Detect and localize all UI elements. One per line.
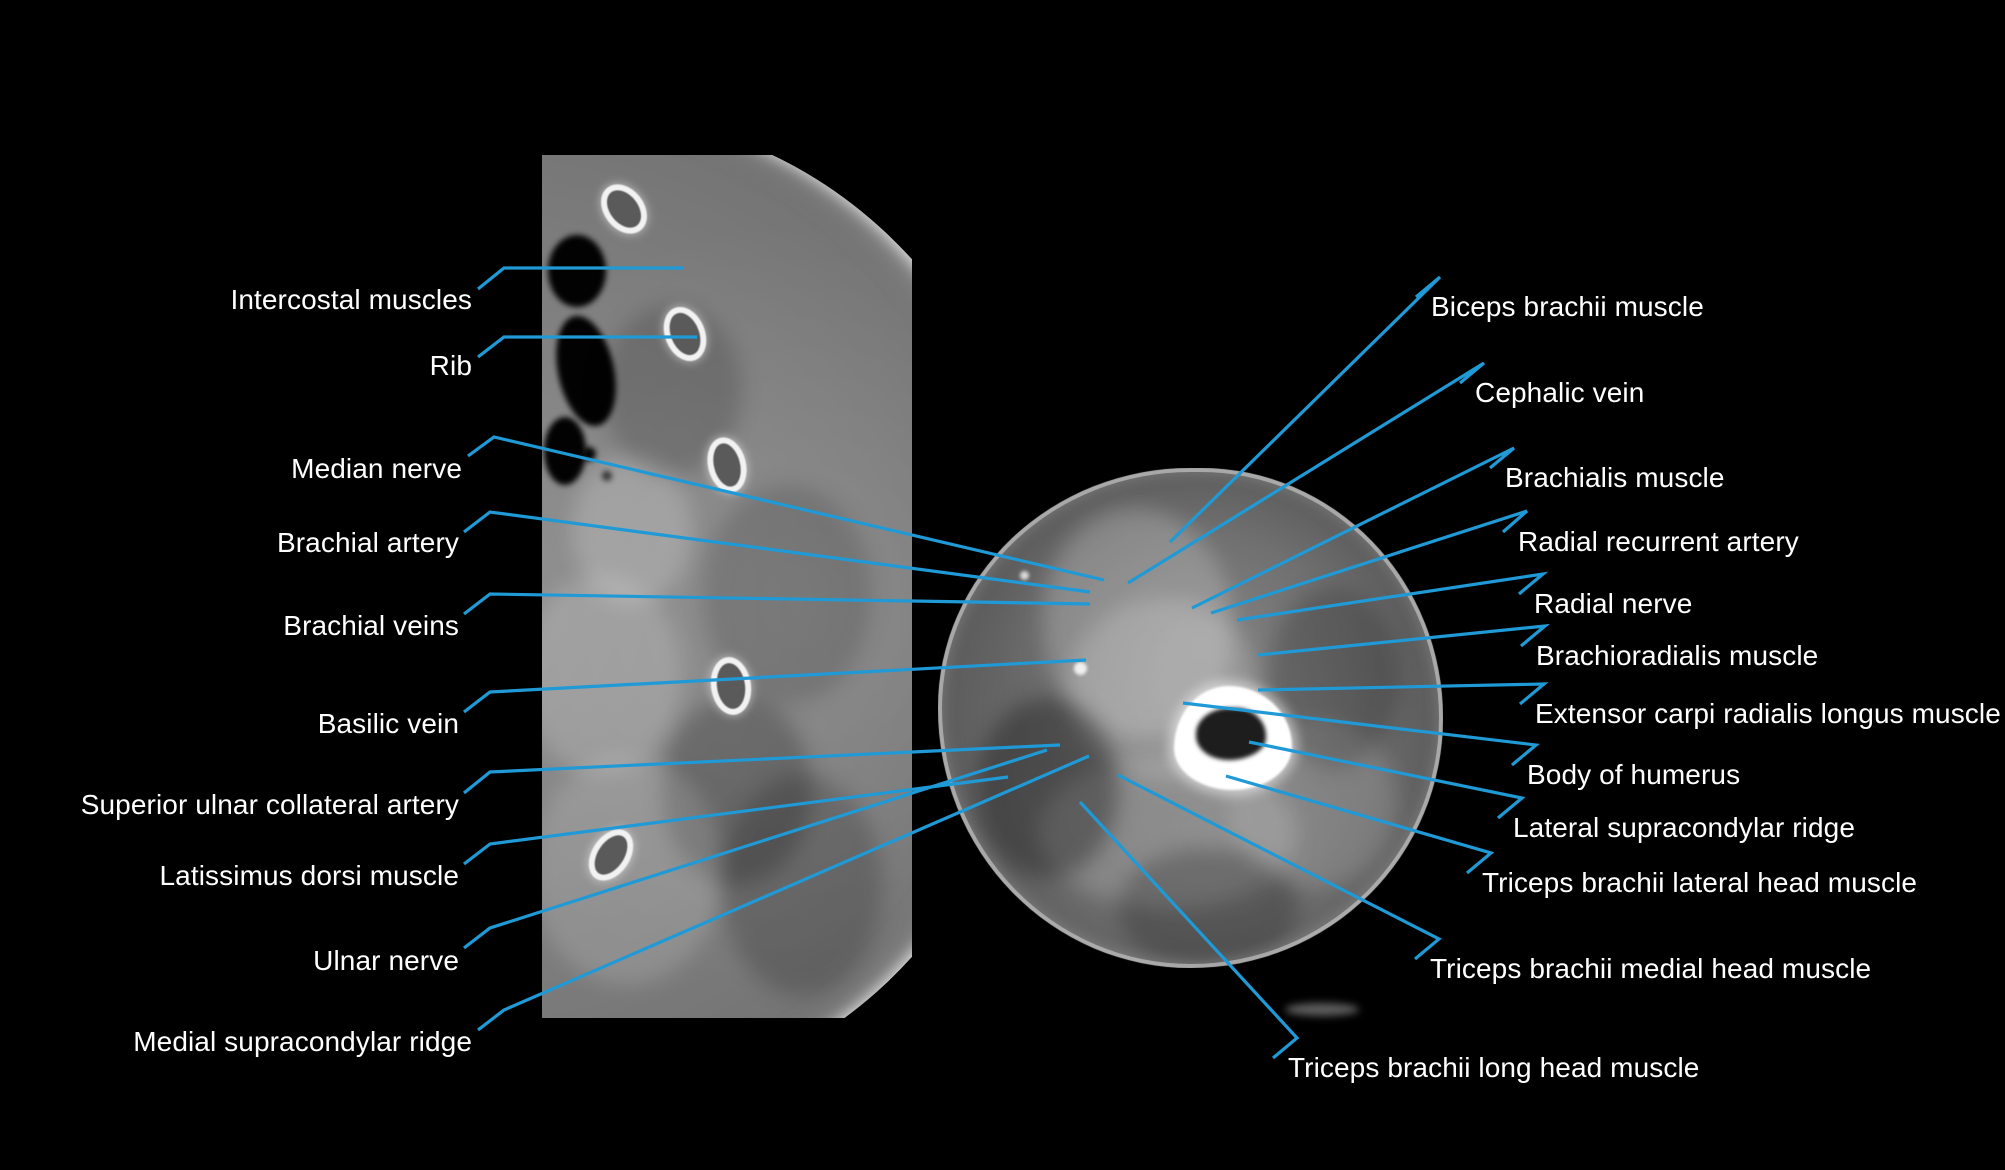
image-artifact-smudge xyxy=(1285,1003,1359,1016)
ct-image-upper-arm xyxy=(938,468,1443,968)
ct-image-thorax xyxy=(542,155,912,1018)
anatomy-label-extensor-carpi-radialis-longus-muscle: Extensor carpi radialis longus muscle xyxy=(1535,698,2001,729)
anatomy-label-brachial-artery: Brachial artery xyxy=(276,527,459,558)
anatomy-label-brachial-veins: Brachial veins xyxy=(283,610,459,641)
anatomy-label-body-of-humerus: Body of humerus xyxy=(1527,759,1741,790)
anatomy-label-latissimus-dorsi-muscle: Latissimus dorsi muscle xyxy=(159,860,459,891)
anatomy-label-basilic-vein: Basilic vein xyxy=(317,708,459,739)
anatomy-label-triceps-brachii-long-head-muscle: Triceps brachii long head muscle xyxy=(1288,1052,1700,1083)
anatomy-label-ulnar-nerve: Ulnar nerve xyxy=(313,945,459,976)
anatomy-label-brachialis-muscle: Brachialis muscle xyxy=(1505,462,1725,493)
thorax-skin-rim xyxy=(542,155,912,1018)
anatomy-label-brachioradialis-muscle: Brachioradialis muscle xyxy=(1536,640,1819,671)
anatomy-label-rib: Rib xyxy=(429,350,472,381)
anatomy-label-radial-nerve: Radial nerve xyxy=(1534,588,1693,619)
anatomy-label-radial-recurrent-artery: Radial recurrent artery xyxy=(1518,526,1799,557)
anatomy-label-triceps-brachii-medial-head-muscle: Triceps brachii medial head muscle xyxy=(1430,953,1872,984)
anatomy-label-cephalic-vein: Cephalic vein xyxy=(1475,377,1645,408)
anatomy-label-biceps-brachii-muscle: Biceps brachii muscle xyxy=(1431,291,1704,322)
anatomy-label-median-nerve: Median nerve xyxy=(291,453,462,484)
anatomy-label-triceps-brachii-lateral-head-muscle: Triceps brachii lateral head muscle xyxy=(1482,867,1918,898)
anatomy-label-lateral-supracondylar-ridge: Lateral supracondylar ridge xyxy=(1513,812,1856,843)
arm-skin-rim xyxy=(938,468,1443,968)
anatomy-label-medial-supracondylar-ridge: Medial supracondylar ridge xyxy=(133,1026,472,1057)
anatomy-label-superior-ulnar-collateral-artery: Superior ulnar collateral artery xyxy=(80,789,459,820)
anatomy-label-intercostal-muscles: Intercostal muscles xyxy=(230,284,472,315)
